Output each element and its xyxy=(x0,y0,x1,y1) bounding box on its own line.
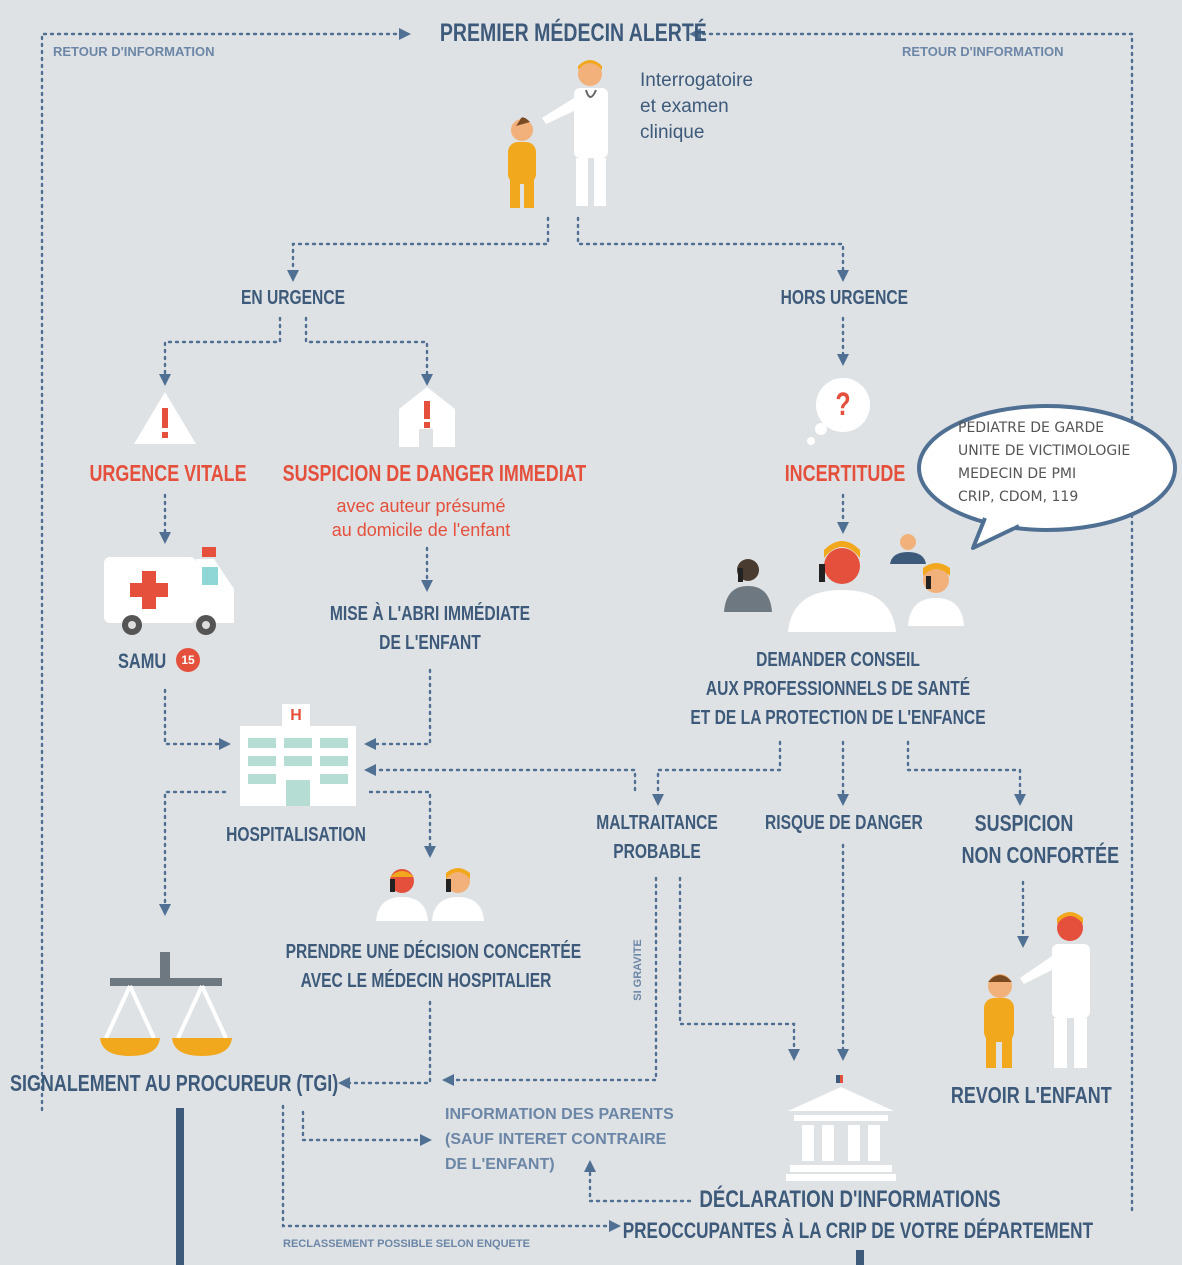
info-parents-3: DE L'ENFANT) xyxy=(445,1156,555,1173)
house-warning-icon xyxy=(399,387,455,447)
conseil-1: DEMANDER CONSEIL xyxy=(756,649,920,671)
bubble-line-4: CRIP, CDOM, 119 xyxy=(958,489,1079,505)
retour-right: RETOUR D'INFORMATION xyxy=(902,44,1064,59)
urgence-vitale: URGENCE VITALE xyxy=(89,460,247,486)
incertitude: INCERTITUDE xyxy=(784,460,906,486)
hors-urgence-label: HORS URGENCE xyxy=(780,287,909,309)
question-mark: ? xyxy=(835,386,851,422)
exam-line-1: Interrogatoire xyxy=(640,70,754,91)
speech-bubble xyxy=(917,404,1177,550)
scales-of-justice-icon xyxy=(100,952,232,1056)
hospital-icon xyxy=(240,704,356,806)
maltraitance-1: MALTRAITANCE xyxy=(596,812,718,834)
bubble-line-2: UNITE DE VICTIMOLOGIE xyxy=(958,443,1131,459)
suspicion-1: SUSPICION xyxy=(974,810,1074,836)
declaration-1: DÉCLARATION D'INFORMATIONS xyxy=(699,1186,1001,1213)
exam-line-2: et examen xyxy=(640,96,729,117)
signalement-procureur: SIGNALEMENT AU PROCUREUR (TGI) xyxy=(10,1070,339,1096)
question-bubble-icon xyxy=(807,378,870,445)
decision-1: PRENDRE UNE DÉCISION CONCERTÉE xyxy=(285,941,582,963)
revoir-enfant: REVOIR L'ENFANT xyxy=(950,1082,1112,1108)
bubble-line-1: PEDIATRE DE GARDE xyxy=(958,420,1105,436)
retour-left: RETOUR D'INFORMATION xyxy=(53,44,215,59)
courthouse-icon xyxy=(786,1075,896,1181)
conseil-2: AUX PROFESSIONNELS DE SANTÉ xyxy=(705,678,971,700)
doctor-child-icon xyxy=(508,60,608,208)
danger-sub-2: au domicile de l'enfant xyxy=(331,520,511,540)
samu-label: SAMU xyxy=(118,650,167,673)
maltraitance-2: PROBABLE xyxy=(613,841,701,863)
si-gravite: SI GRAVITE xyxy=(632,939,644,1001)
decision-2: AVEC LE MÉDECIN HOSPITALIER xyxy=(300,970,552,992)
conseil-3: ET DE LA PROTECTION DE L'ENFANCE xyxy=(690,707,986,729)
suspicion-2: NON CONFORTÉE xyxy=(961,842,1120,868)
doctor-child-revisit-icon xyxy=(984,912,1090,1068)
ambulance-icon xyxy=(104,547,234,635)
bubble-line-3: MEDECIN DE PMI xyxy=(958,466,1077,482)
danger-sub-1: avec auteur présumé xyxy=(336,496,506,516)
suspicion-danger: SUSPICION DE DANGER IMMEDIAT xyxy=(282,460,587,486)
mise-abri-1: MISE À L'ABRI IMMÉDIATE xyxy=(329,603,531,625)
reclassement: RECLASSEMENT POSSIBLE SELON ENQUETE xyxy=(283,1238,530,1250)
risque-danger: RISQUE DE DANGER xyxy=(765,812,923,834)
warning-triangle-icon xyxy=(134,392,196,444)
info-parents-1: INFORMATION DES PARENTS xyxy=(445,1106,674,1123)
exam-line-3: clinique xyxy=(640,122,705,143)
top-title: PREMIER MÉDECIN ALERTÉ xyxy=(439,19,707,47)
two-doctors-icon xyxy=(376,868,484,921)
declaration-2: PREOCCUPANTES À LA CRIP DE VOTRE DÉPARTE… xyxy=(622,1218,1094,1243)
en-urgence-label: EN URGENCE xyxy=(240,287,346,309)
doctors-phone-group-icon xyxy=(724,534,964,632)
hospital-sign: H xyxy=(290,707,302,724)
hospitalisation: HOSPITALISATION xyxy=(226,824,366,846)
info-parents-2: (SAUF INTERET CONTRAIRE xyxy=(445,1131,667,1148)
mise-abri-2: DE L'ENFANT xyxy=(379,632,481,654)
samu-number-badge: 15 xyxy=(176,648,200,672)
